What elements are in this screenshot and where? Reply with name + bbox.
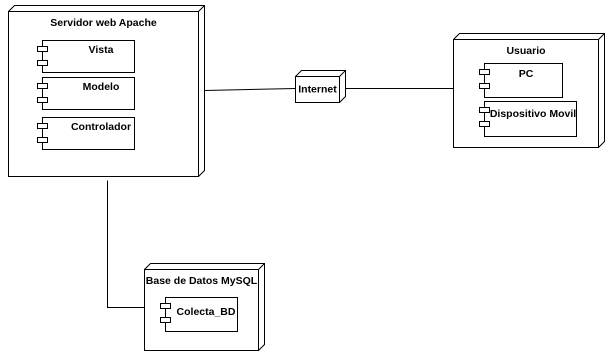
component-icon: [37, 123, 48, 129]
component-label: Controlador: [71, 121, 131, 133]
node-base-de-datos-mysql[interactable]: Base de Datos MySQL Colecta_BD: [144, 263, 265, 351]
component-label: Vista: [89, 44, 114, 56]
component-icon: [479, 107, 490, 113]
node-edge: [258, 263, 265, 270]
component-label: Modelo: [83, 81, 120, 93]
component-icon: [479, 121, 490, 127]
component-dispositivo-movil[interactable]: Dispositivo Movil: [479, 101, 577, 137]
component-icon: [160, 317, 171, 323]
node-title: Usuario: [506, 45, 545, 57]
component-icon: [160, 303, 171, 309]
component-label: Dispositivo Movil: [490, 108, 576, 120]
node-servidor-web-apache[interactable]: Servidor web Apache Vista Modelo Control…: [8, 5, 205, 177]
node-internet[interactable]: Internet: [295, 70, 346, 103]
component-modelo[interactable]: Modelo: [37, 77, 135, 110]
connectors: [107, 88, 454, 308]
component-icon: [479, 69, 490, 75]
connector-server-internet[interactable]: [204, 88, 296, 91]
node-title: Servidor web Apache: [50, 17, 157, 29]
node-edge: [339, 70, 346, 77]
component-label: Colecta_BD: [177, 306, 236, 318]
component-vista[interactable]: Vista: [37, 40, 135, 73]
component-colecta-bd[interactable]: Colecta_BD: [160, 297, 238, 332]
node-edge: [598, 33, 605, 40]
connector-server-database[interactable]: [107, 180, 145, 308]
node-title: Internet: [298, 84, 337, 96]
node-usuario[interactable]: Usuario PC Dispositivo Movil: [453, 33, 605, 148]
component-icon: [37, 46, 48, 52]
component-icon: [479, 83, 490, 89]
component-icon: [37, 137, 48, 143]
component-icon: [37, 60, 48, 66]
component-icon: [37, 83, 48, 89]
node-edge: [198, 5, 205, 12]
component-controlador[interactable]: Controlador: [37, 117, 135, 150]
component-label: PC: [519, 68, 534, 80]
node-title: Base de Datos MySQL: [146, 275, 258, 287]
component-icon: [37, 97, 48, 103]
component-pc[interactable]: PC: [479, 63, 563, 98]
node-front: [295, 76, 340, 103]
